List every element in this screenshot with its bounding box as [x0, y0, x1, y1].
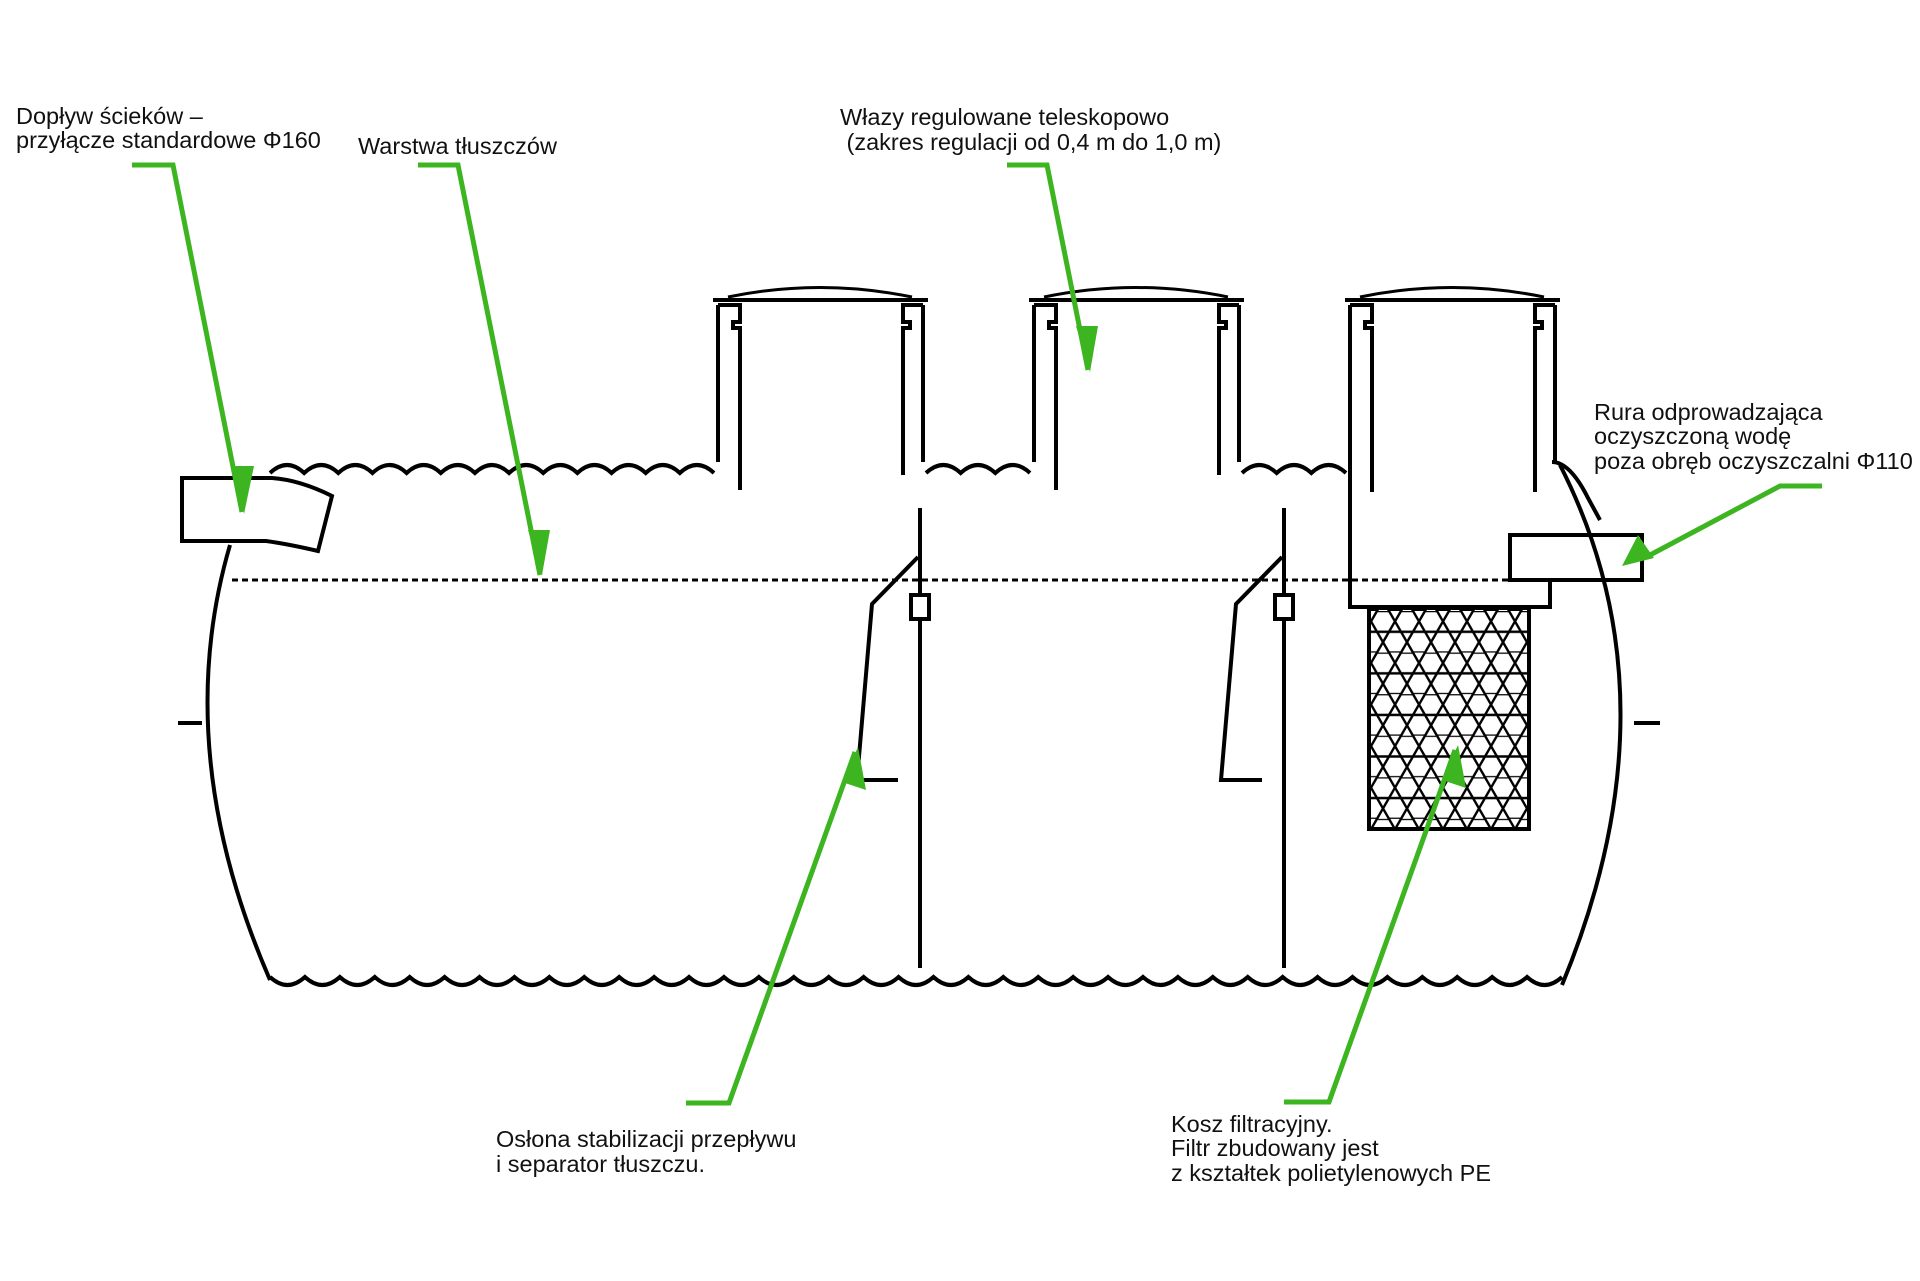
top-corrugation-middle	[924, 463, 1032, 476]
fat-layer-label: Warstwa tłuszczów	[358, 133, 558, 159]
outlet-pipe	[1508, 533, 1644, 582]
tank-body	[178, 460, 1660, 987]
labels: Dopływ ścieków – przyłącze standardowe Φ…	[16, 103, 1913, 1186]
outlet-leader-arrow	[1622, 535, 1654, 566]
manhole-label-line2: (zakres regulacji od 0,4 m do 1,0 m)	[840, 129, 1221, 155]
manhole-label: Włazy regulowane teleskopowo (zakres reg…	[840, 104, 1221, 155]
outlet-label-line3: poza obręb oczyszczalni Φ110	[1594, 448, 1913, 474]
outlet-leader	[1648, 483, 1822, 558]
manhole-leader-arrow	[1076, 326, 1098, 372]
manhole-1	[713, 286, 928, 490]
fat-layer-leader-arrow	[528, 530, 550, 575]
filter-basket	[1348, 462, 1552, 831]
top-corrugation-right	[1240, 463, 1348, 476]
baffle-label: Osłona stabilizacji przepływu i separato…	[496, 1126, 803, 1177]
filter-hex-fill	[1367, 606, 1531, 831]
top-corrugation-left	[268, 463, 716, 476]
partition-2	[1218, 508, 1295, 968]
inlet-label: Dopływ ścieków – przyłącze standardowe Φ…	[16, 103, 321, 153]
tank-right-shoulder	[1551, 460, 1602, 521]
filter-label-line1: Kosz filtracyjny.	[1171, 1111, 1333, 1137]
manhole-3	[1345, 286, 1560, 492]
outlet-label: Rura odprowadzająca oczyszczoną wodę poz…	[1594, 399, 1913, 474]
flow-stabilization-baffle-2	[1218, 555, 1284, 782]
baffle-leader	[686, 751, 858, 1106]
inlet-pipe	[180, 476, 335, 554]
tank-right-end	[1558, 464, 1623, 986]
filter-leader-arrow	[1442, 745, 1466, 788]
flow-stabilization-baffle-1	[854, 555, 920, 782]
filter-leader	[1284, 749, 1458, 1105]
manhole-label-line1: Włazy regulowane teleskopowo	[840, 104, 1169, 130]
fat-layer-leader	[418, 162, 543, 576]
manhole-2	[1029, 286, 1244, 490]
partition-1	[854, 508, 931, 968]
inlet-label-line2: przyłącze standardowe Φ160	[16, 127, 321, 153]
baffle-leader-arrow	[842, 747, 866, 790]
outlet-label-line2: oczyszczoną wodę	[1594, 423, 1791, 449]
baffle-label-line2: i separator tłuszczu.	[496, 1151, 705, 1177]
bottom-corrugation	[268, 974, 1564, 987]
filter-label-line2: Filtr zbudowany jest	[1171, 1135, 1379, 1161]
inlet-label-line1: Dopływ ścieków –	[16, 103, 204, 129]
manhole-leader	[1007, 162, 1091, 371]
leader-lines	[132, 162, 1822, 1106]
inlet-leader	[132, 162, 245, 513]
baffle-label-line1: Osłona stabilizacji przepływu	[496, 1126, 796, 1152]
outlet-label-line1: Rura odprowadzająca	[1594, 399, 1824, 425]
inlet-leader-arrow	[232, 466, 254, 514]
filter-label-line3: z kształtek polietylenowych PE	[1171, 1160, 1491, 1186]
fat-layer-label-line1: Warstwa tłuszczów	[358, 133, 558, 159]
filter-label: Kosz filtracyjny. Filtr zbudowany jest z…	[1171, 1111, 1491, 1186]
tank-left-end	[205, 544, 272, 981]
